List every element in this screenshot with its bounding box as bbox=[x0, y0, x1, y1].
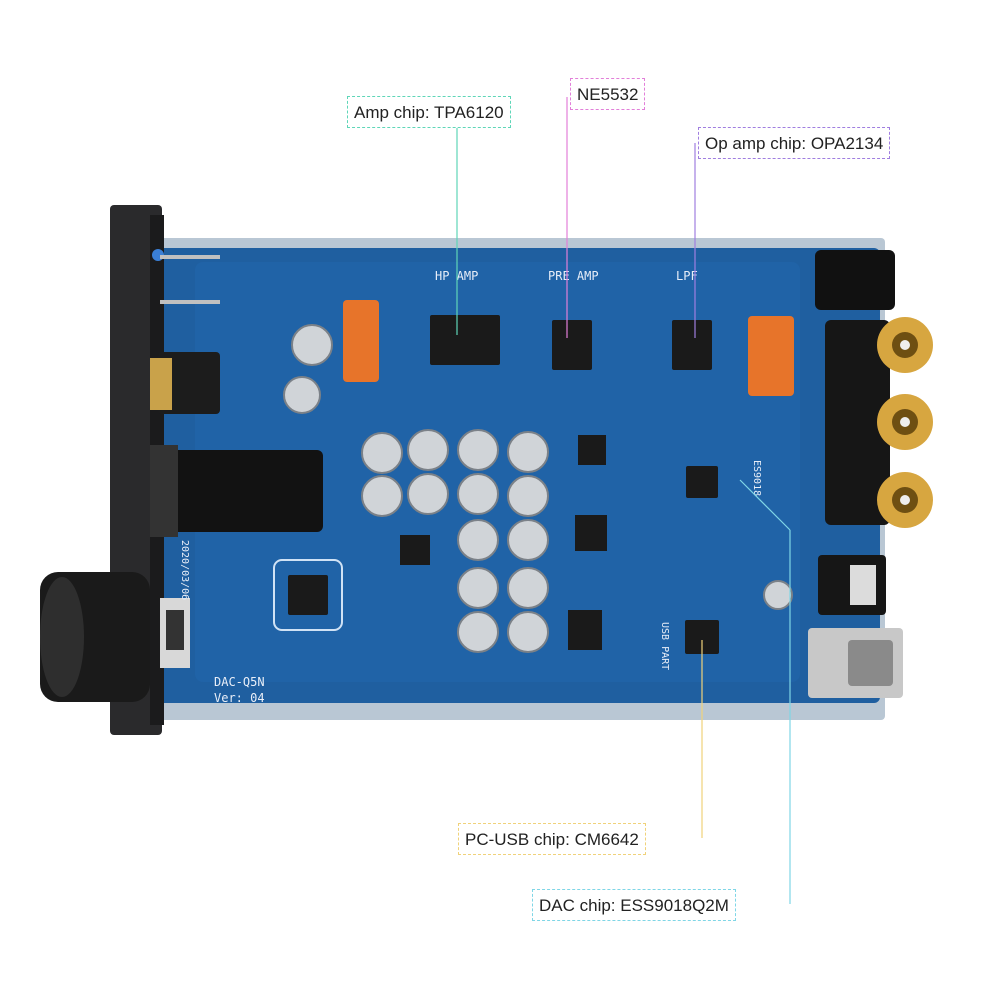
usb-part-silk: USB PART bbox=[659, 622, 670, 670]
regulator-4 bbox=[400, 535, 430, 565]
ic-mcu bbox=[288, 575, 328, 615]
callout-amp-chip: Amp chip: TPA6120 bbox=[347, 96, 511, 128]
led-leads-2 bbox=[160, 300, 220, 304]
version-silk: Ver: 04 bbox=[214, 691, 265, 705]
pre-amp-silk: PRE AMP bbox=[548, 269, 599, 283]
lpf-silk: LPF bbox=[676, 269, 698, 283]
orange-cap-right bbox=[748, 316, 794, 396]
model-silk: DAC-Q5N bbox=[214, 675, 265, 689]
headphone-jack bbox=[168, 450, 323, 532]
capacitor-bank bbox=[283, 324, 793, 653]
callout-dac-chip: DAC chip: ESS9018Q2M bbox=[532, 889, 736, 921]
line-jack bbox=[158, 352, 220, 414]
date-silk: 2020/03/06 bbox=[179, 540, 190, 600]
callout-pc-usb-chip: PC-USB chip: CM6642 bbox=[458, 823, 646, 855]
regulator-3 bbox=[568, 610, 602, 650]
ic-opa2134 bbox=[672, 320, 712, 370]
callout-op-amp-chip: Op amp chip: OPA2134 bbox=[698, 127, 891, 159]
ic-mcu-outline bbox=[273, 559, 343, 631]
volume-knob-face bbox=[40, 577, 84, 697]
dac-silk: ES9018 bbox=[751, 460, 762, 496]
headphone-jack-ring bbox=[150, 445, 178, 537]
regulator-2 bbox=[575, 515, 607, 551]
rca-connectors bbox=[877, 317, 933, 528]
line-jack-plate bbox=[150, 358, 172, 410]
regulator-1 bbox=[578, 435, 606, 465]
ic-tpa6120 bbox=[430, 315, 500, 365]
optical-input-flap bbox=[850, 565, 876, 605]
dc-power-jack bbox=[815, 250, 895, 310]
rca-block bbox=[825, 320, 890, 525]
ic-cm6642 bbox=[685, 620, 719, 654]
ic-ne5532 bbox=[552, 320, 592, 370]
usb-b-port-hole bbox=[848, 640, 893, 686]
led-leads bbox=[160, 255, 220, 259]
leader-dac-horiz bbox=[739, 479, 791, 531]
callout-ne5532: NE5532 bbox=[570, 78, 646, 110]
ic-es9018 bbox=[686, 466, 718, 498]
power-switch-lever bbox=[166, 610, 184, 650]
orange-cap-left bbox=[343, 300, 379, 382]
